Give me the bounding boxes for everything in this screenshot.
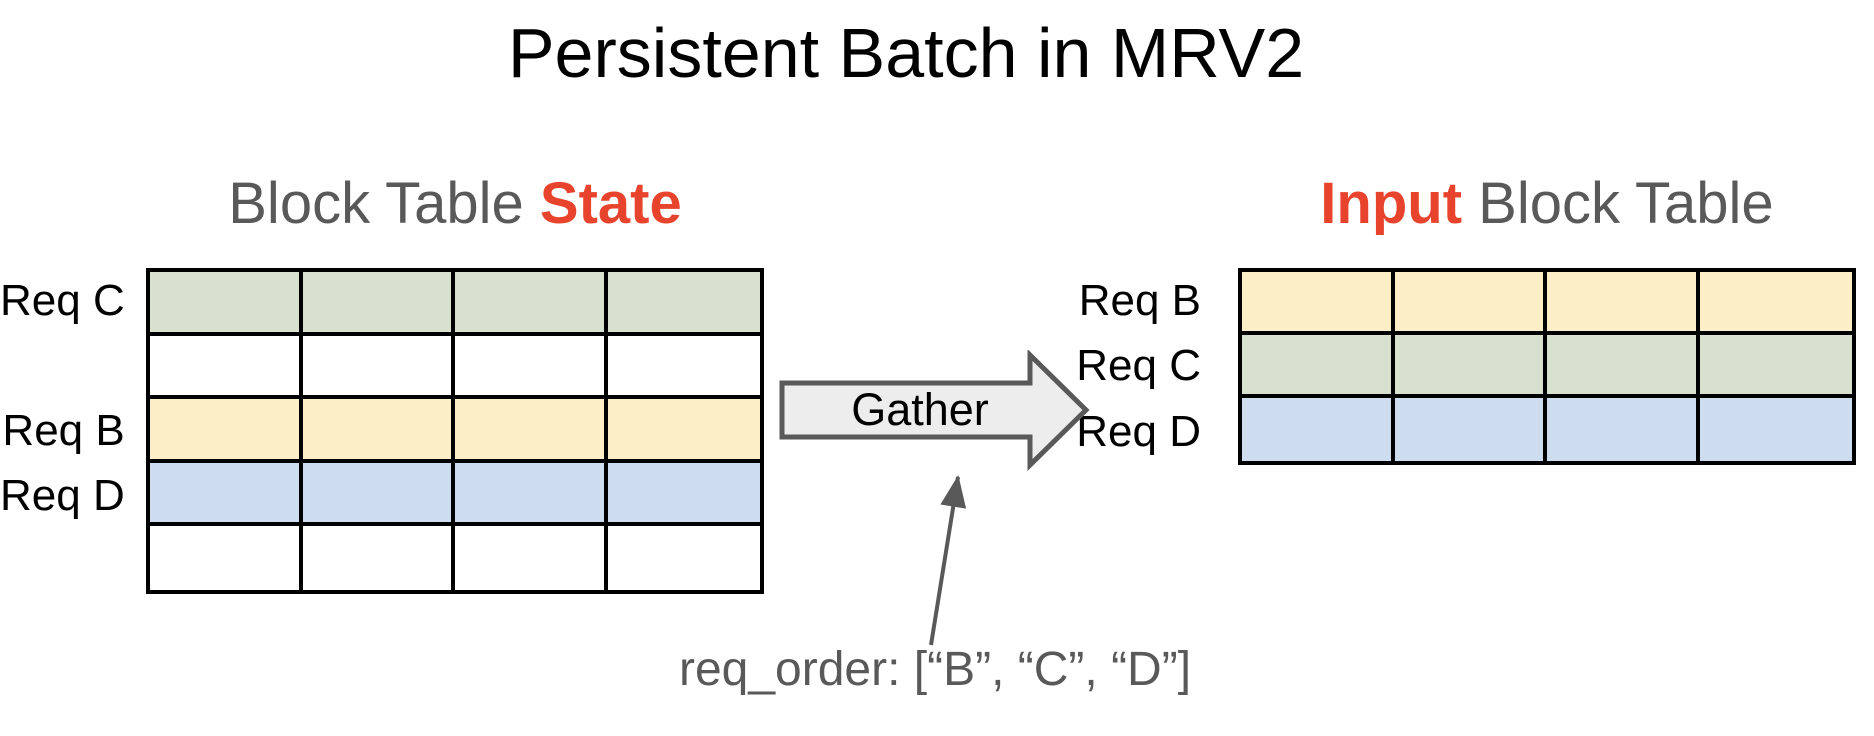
- table-cell: [1242, 398, 1395, 461]
- table-cell: [455, 462, 608, 523]
- table-cell: [303, 272, 455, 332]
- row-label: Req C: [0, 275, 125, 325]
- table-cell: [150, 399, 303, 459]
- table-cell: [1547, 398, 1700, 461]
- row-label: Req B: [1078, 275, 1201, 325]
- table-cell: [1700, 398, 1853, 461]
- table-cell: [1395, 335, 1547, 394]
- table-cell: [1395, 398, 1547, 461]
- table-cell: [150, 462, 303, 523]
- table-row: [150, 462, 761, 527]
- row-label: Req D: [1076, 407, 1201, 457]
- row-label: Req B: [2, 405, 125, 455]
- table-row: [1242, 335, 1852, 398]
- table-cell: [1547, 272, 1700, 331]
- left-heading-highlight: State: [539, 171, 682, 236]
- input-block-table: [1238, 268, 1856, 465]
- row-label-empty: [0, 529, 125, 594]
- table-cell: [455, 335, 608, 396]
- table-cell: [1242, 335, 1395, 394]
- page-title: Persistent Batch in MRV2: [507, 14, 1305, 92]
- table-cell: [303, 462, 455, 523]
- table-row: [150, 526, 760, 590]
- gather-arrow-icon: [779, 350, 1090, 471]
- table-cell: [608, 272, 761, 332]
- state-block-table: [146, 268, 764, 594]
- table-cell: [608, 526, 761, 590]
- table-cell: [150, 335, 303, 396]
- left-heading-prefix: Block Table: [228, 171, 540, 236]
- left-table-heading: Block Table State: [146, 172, 764, 236]
- table-row: [150, 399, 760, 463]
- row-label-empty: [0, 333, 125, 398]
- table-cell: [303, 399, 455, 459]
- table-cell: [303, 526, 455, 590]
- table-row: [150, 335, 761, 400]
- table-row: [1242, 398, 1852, 461]
- gather-arrow-label: Gather: [851, 384, 989, 435]
- table-cell: [1547, 335, 1700, 394]
- table-cell: [455, 526, 608, 590]
- annotation-pointer-arrow-icon: [929, 475, 967, 646]
- table-cell: [455, 399, 608, 459]
- row-label: Req C: [1076, 341, 1201, 391]
- table-cell: [303, 335, 455, 396]
- right-table-row-labels: Req B Req C Req D: [1036, 268, 1201, 465]
- table-cell: [455, 272, 608, 332]
- table-cell: [150, 526, 303, 590]
- left-table-row-labels: Req C Req B Req D: [0, 268, 125, 594]
- table-row: [1242, 272, 1852, 335]
- table-cell: [1395, 272, 1547, 331]
- table-cell: [608, 463, 761, 523]
- table-cell: [1700, 272, 1853, 331]
- table-cell: [608, 336, 761, 396]
- table-cell: [1700, 335, 1853, 394]
- req-order-annotation: req_order: [“B”, “C”, “D”]: [678, 643, 1192, 696]
- table-cell: [1242, 272, 1395, 331]
- table-cell: [608, 399, 761, 459]
- right-heading-suffix: Block Table: [1462, 171, 1774, 236]
- table-cell: [150, 272, 303, 332]
- right-table-heading: Input Block Table: [1238, 172, 1856, 236]
- row-label: Req D: [0, 471, 125, 521]
- right-heading-highlight: Input: [1320, 171, 1463, 236]
- table-row: [150, 272, 760, 336]
